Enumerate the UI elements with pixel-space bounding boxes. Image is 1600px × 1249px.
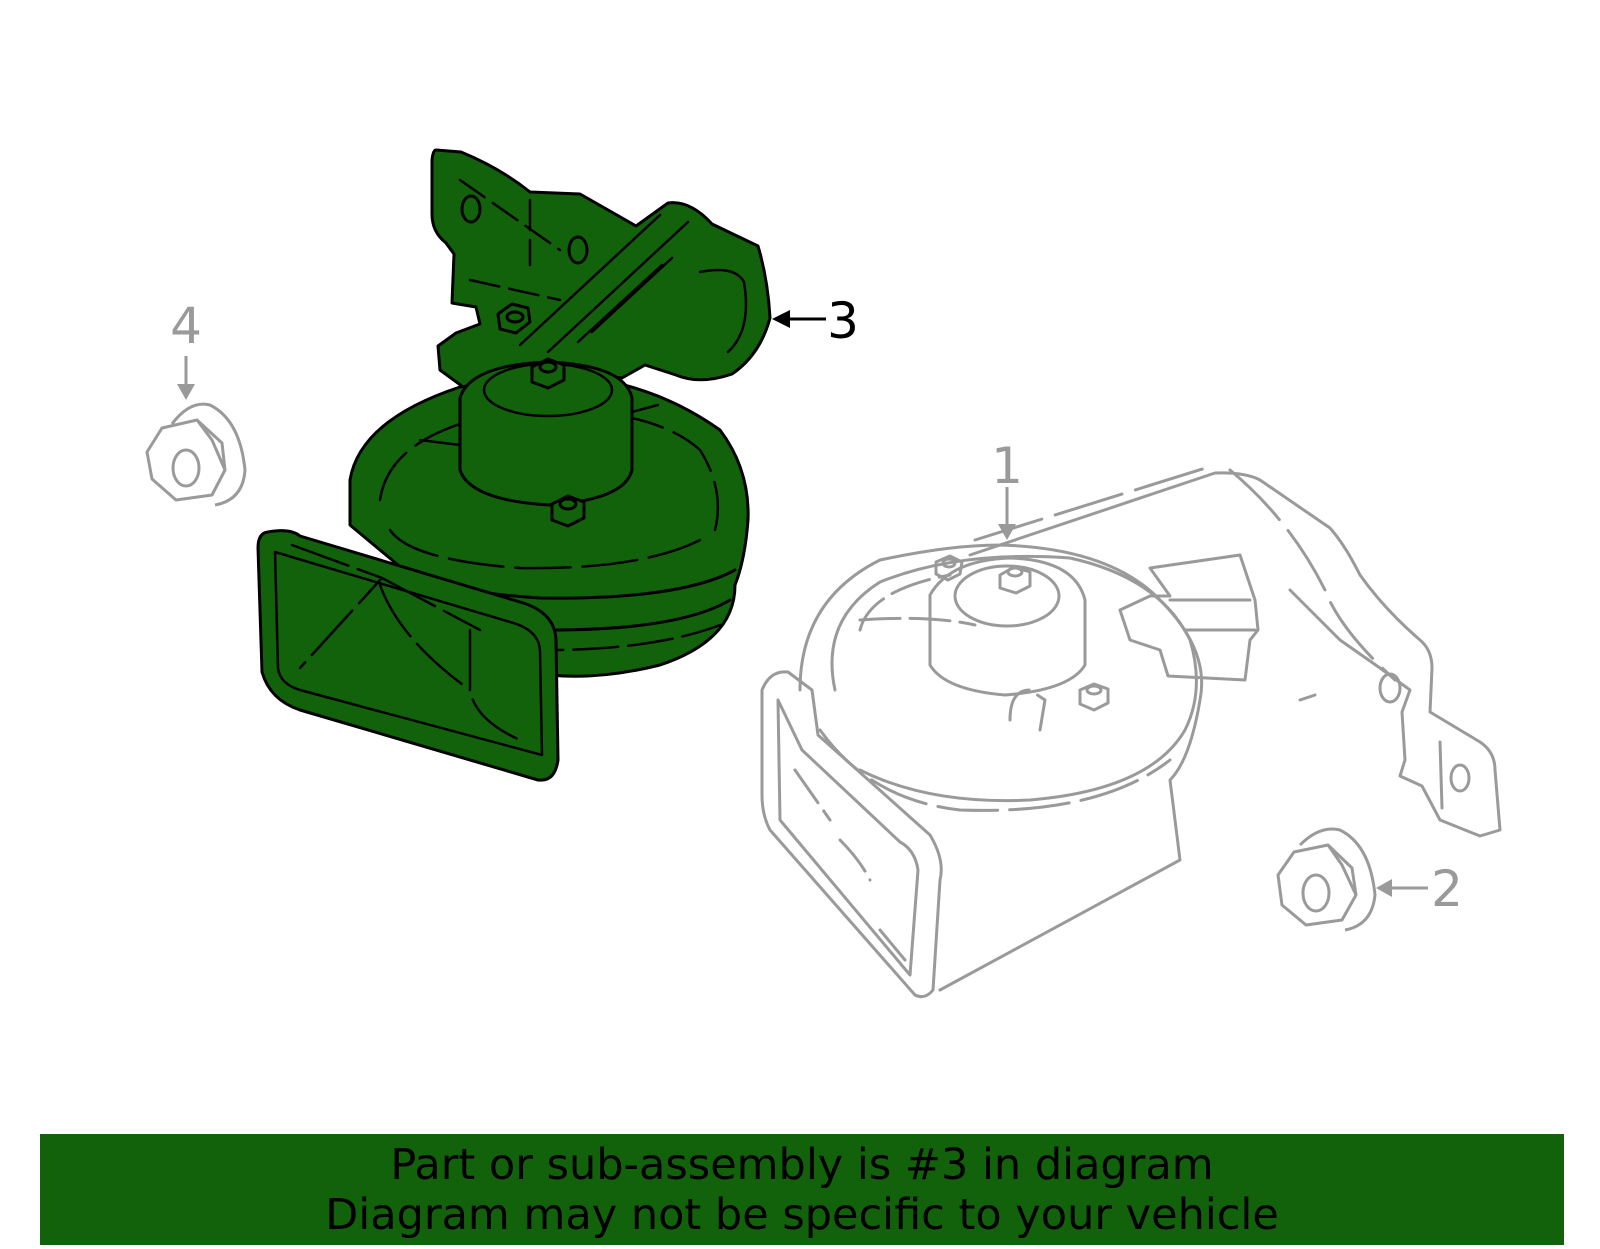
callout-2-label: 2 bbox=[1431, 860, 1463, 918]
part-3-nut bbox=[550, 494, 586, 528]
callout-1-label: 1 bbox=[991, 437, 1023, 495]
part-3-horn-assembly[interactable] bbox=[256, 148, 772, 782]
info-banner: Part or sub-assembly is #3 in diagram Di… bbox=[40, 1134, 1564, 1245]
part-3-nut bbox=[530, 357, 566, 390]
part-4-flange-nut[interactable] bbox=[145, 402, 247, 507]
callout-4-label: 4 bbox=[170, 297, 202, 355]
banner-line-part: Part or sub-assembly is #3 in diagram bbox=[390, 1139, 1214, 1190]
banner-line-disclaimer: Diagram may not be specific to your vehi… bbox=[325, 1189, 1279, 1240]
part-3-trumpet-mouth bbox=[256, 529, 560, 782]
part-1-trumpet-mouth bbox=[760, 670, 943, 999]
part-1-horn-assembly[interactable] bbox=[760, 463, 1502, 999]
part-3-bracket-hole bbox=[567, 235, 589, 265]
callout-3-label: 3 bbox=[827, 292, 859, 350]
part-3-centre-boss bbox=[458, 360, 634, 507]
part-2-flange-nut[interactable] bbox=[1276, 827, 1377, 932]
callout-leaders bbox=[177, 310, 1428, 897]
part-3-bracket-channel bbox=[518, 213, 748, 354]
part-3-nut bbox=[496, 302, 532, 335]
part-3-bracket-hole bbox=[460, 194, 482, 224]
part-1-horn-body bbox=[798, 543, 1204, 992]
part-1-bracket bbox=[968, 471, 1502, 838]
